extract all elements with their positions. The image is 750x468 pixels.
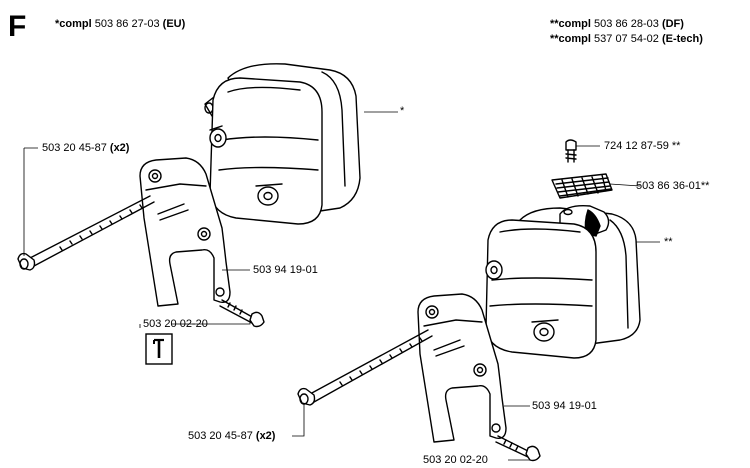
callout-muffler-right: **	[664, 236, 673, 248]
header-right-suffix: (DF)	[661, 18, 684, 30]
wrench-tool-icon	[145, 333, 173, 365]
callout-bolt-left: 503 20 02-20	[143, 318, 208, 330]
callout-bracket-right: 503 94 19-01	[532, 400, 597, 412]
header-right-prefix: **compl	[550, 33, 591, 45]
callout-screw-left-number: 503 20 45-87	[42, 142, 107, 154]
bracket-right-drawing	[417, 293, 507, 443]
bolt-left-drawing	[219, 299, 265, 328]
callout-screw-left-qty: (x2)	[109, 142, 130, 154]
callout-screw-right-number: 503 20 45-87	[188, 430, 253, 442]
callout-screw-right: 503 20 45-87 (x2)	[188, 430, 275, 443]
bolt-right-drawing	[495, 435, 541, 462]
header-left-suffix: (EU)	[162, 18, 186, 30]
bracket-left-drawing	[139, 157, 231, 307]
callout-screen-right: 503 86 36-01**	[636, 180, 710, 192]
header-right-suffix: (E-tech)	[661, 33, 703, 45]
callout-screw-left: 503 20 45-87 (x2)	[42, 142, 129, 155]
header-right-assembly-df: **compl 503 86 28-03 (DF)	[550, 18, 684, 31]
header-left-prefix: *compl	[55, 18, 92, 30]
header-right-prefix: **compl	[550, 18, 591, 30]
callout-bracket-left: 503 94 19-01	[253, 264, 318, 276]
callout-muffler-left: *	[400, 105, 405, 117]
header-right-number: 537 07 54-02	[594, 33, 659, 45]
muffler-right-drawing	[485, 204, 641, 359]
header-left-number: 503 86 27-03	[94, 18, 160, 30]
section-letter: F	[8, 10, 27, 43]
header-right-assembly-etech: **compl 537 07 54-02 (E-tech)	[550, 33, 703, 46]
muffler-left-drawing	[204, 63, 361, 225]
header-left-assembly: *compl 503 86 27-03 (EU)	[55, 18, 185, 31]
leader-lines	[23, 111, 660, 461]
screw-left-drawing	[17, 195, 155, 271]
small-screw-top-drawing	[565, 139, 577, 163]
header-right-number: 503 86 28-03	[594, 18, 659, 30]
spark-screen-drawing	[551, 173, 613, 199]
callout-screw-right-qty: (x2)	[255, 430, 276, 442]
screw-right-drawing	[297, 329, 433, 406]
callout-bolt-right: 503 20 02-20	[423, 454, 488, 466]
callout-screw-top-right: 724 12 87-59 **	[604, 140, 681, 152]
